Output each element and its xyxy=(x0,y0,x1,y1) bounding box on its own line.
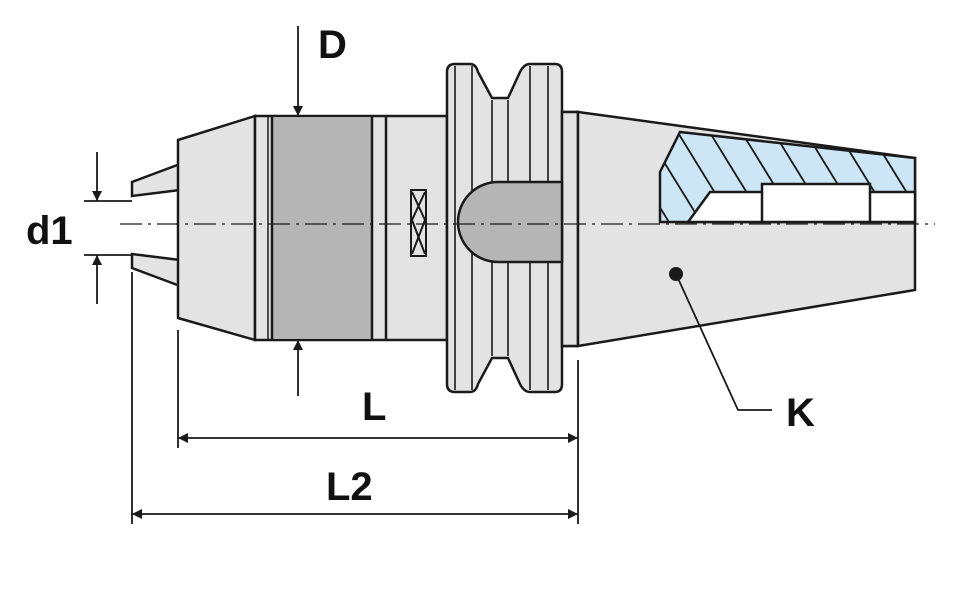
label-L2: L2 xyxy=(326,465,373,509)
internal-bore xyxy=(685,182,917,224)
wrench-flat-marker xyxy=(410,189,427,257)
label-d1: d1 xyxy=(26,209,73,253)
nose-cone xyxy=(176,114,257,342)
label-D: D xyxy=(318,23,347,67)
k-leader xyxy=(669,267,772,411)
collet-jaw-top xyxy=(130,162,182,198)
collet-jaws xyxy=(130,162,182,288)
clamp-band-grooves xyxy=(267,116,388,340)
label-L: L xyxy=(362,385,386,429)
clamp-band xyxy=(272,118,372,338)
length-dimensions xyxy=(131,272,579,524)
drive-slot xyxy=(456,180,564,264)
label-K: K xyxy=(786,391,815,435)
d1-dimension xyxy=(84,152,132,304)
collet-jaw-bottom xyxy=(130,252,182,288)
